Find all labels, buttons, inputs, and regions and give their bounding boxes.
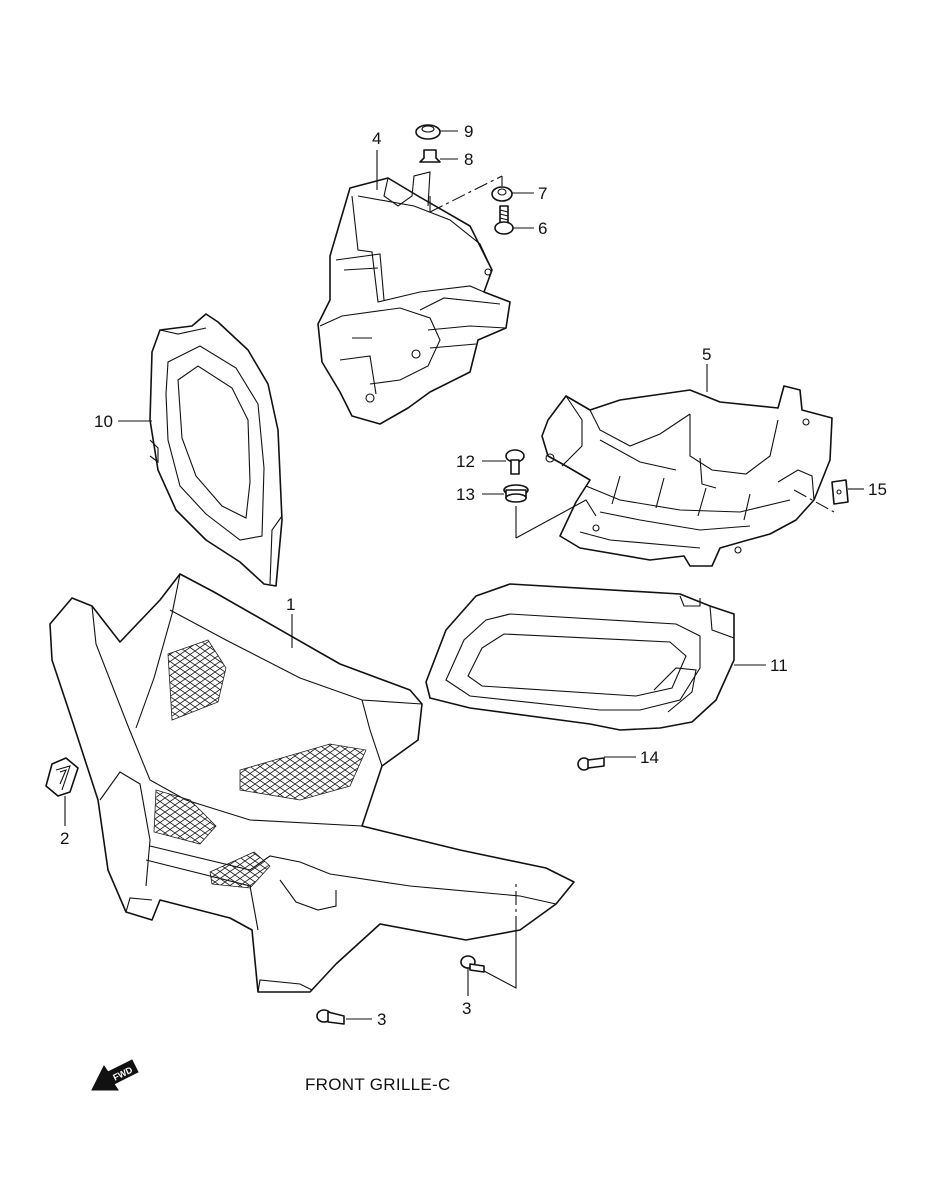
- callout-9: 9: [464, 122, 473, 141]
- fwd-arrow-icon: FWD: [91, 1059, 139, 1091]
- part-6-bolt: [494, 205, 514, 235]
- callout-15: 15: [868, 480, 887, 499]
- part-9-cushion: [415, 124, 441, 140]
- part-13-grommet: [503, 484, 529, 503]
- callout-4: 4: [372, 129, 381, 148]
- callout-6: 6: [538, 219, 547, 238]
- part-14-screw: [577, 757, 605, 771]
- part-8-collar: [419, 149, 441, 163]
- part-7-nut: [491, 186, 513, 202]
- part-11-right-bezel: [425, 583, 735, 731]
- callout-13: 13: [456, 485, 475, 504]
- callout-2: 2: [60, 829, 69, 848]
- part-15-clip: [831, 479, 849, 505]
- callout-1: 1: [286, 595, 295, 614]
- callout-10: 10: [94, 412, 113, 431]
- part-12-bolt: [505, 449, 525, 475]
- part-2-emblem: [45, 757, 79, 797]
- callout-labels: 9 8 7 6 4 5 10 12 13 15 1 11 14 2 3 3: [60, 122, 887, 1029]
- callout-5: 5: [702, 345, 711, 364]
- callout-8: 8: [464, 150, 473, 169]
- part-10-left-bezel: [149, 313, 283, 587]
- callout-7: 7: [538, 184, 547, 203]
- part-1-front-grille: [49, 573, 575, 993]
- part-3-screw-right: [460, 955, 485, 973]
- callout-11: 11: [770, 656, 788, 675]
- callout-3-lower: 3: [377, 1010, 386, 1029]
- part-4-headlight-bracket: [317, 171, 511, 425]
- part-5-lower-bracket: [541, 385, 833, 567]
- callout-14: 14: [640, 748, 659, 767]
- diagram-caption: FRONT GRILLE-C: [305, 1075, 451, 1094]
- leader-lines: [64, 130, 864, 1020]
- callout-3-right: 3: [462, 999, 471, 1018]
- callout-12: 12: [456, 452, 475, 471]
- part-3-screw-lower: [316, 1009, 345, 1025]
